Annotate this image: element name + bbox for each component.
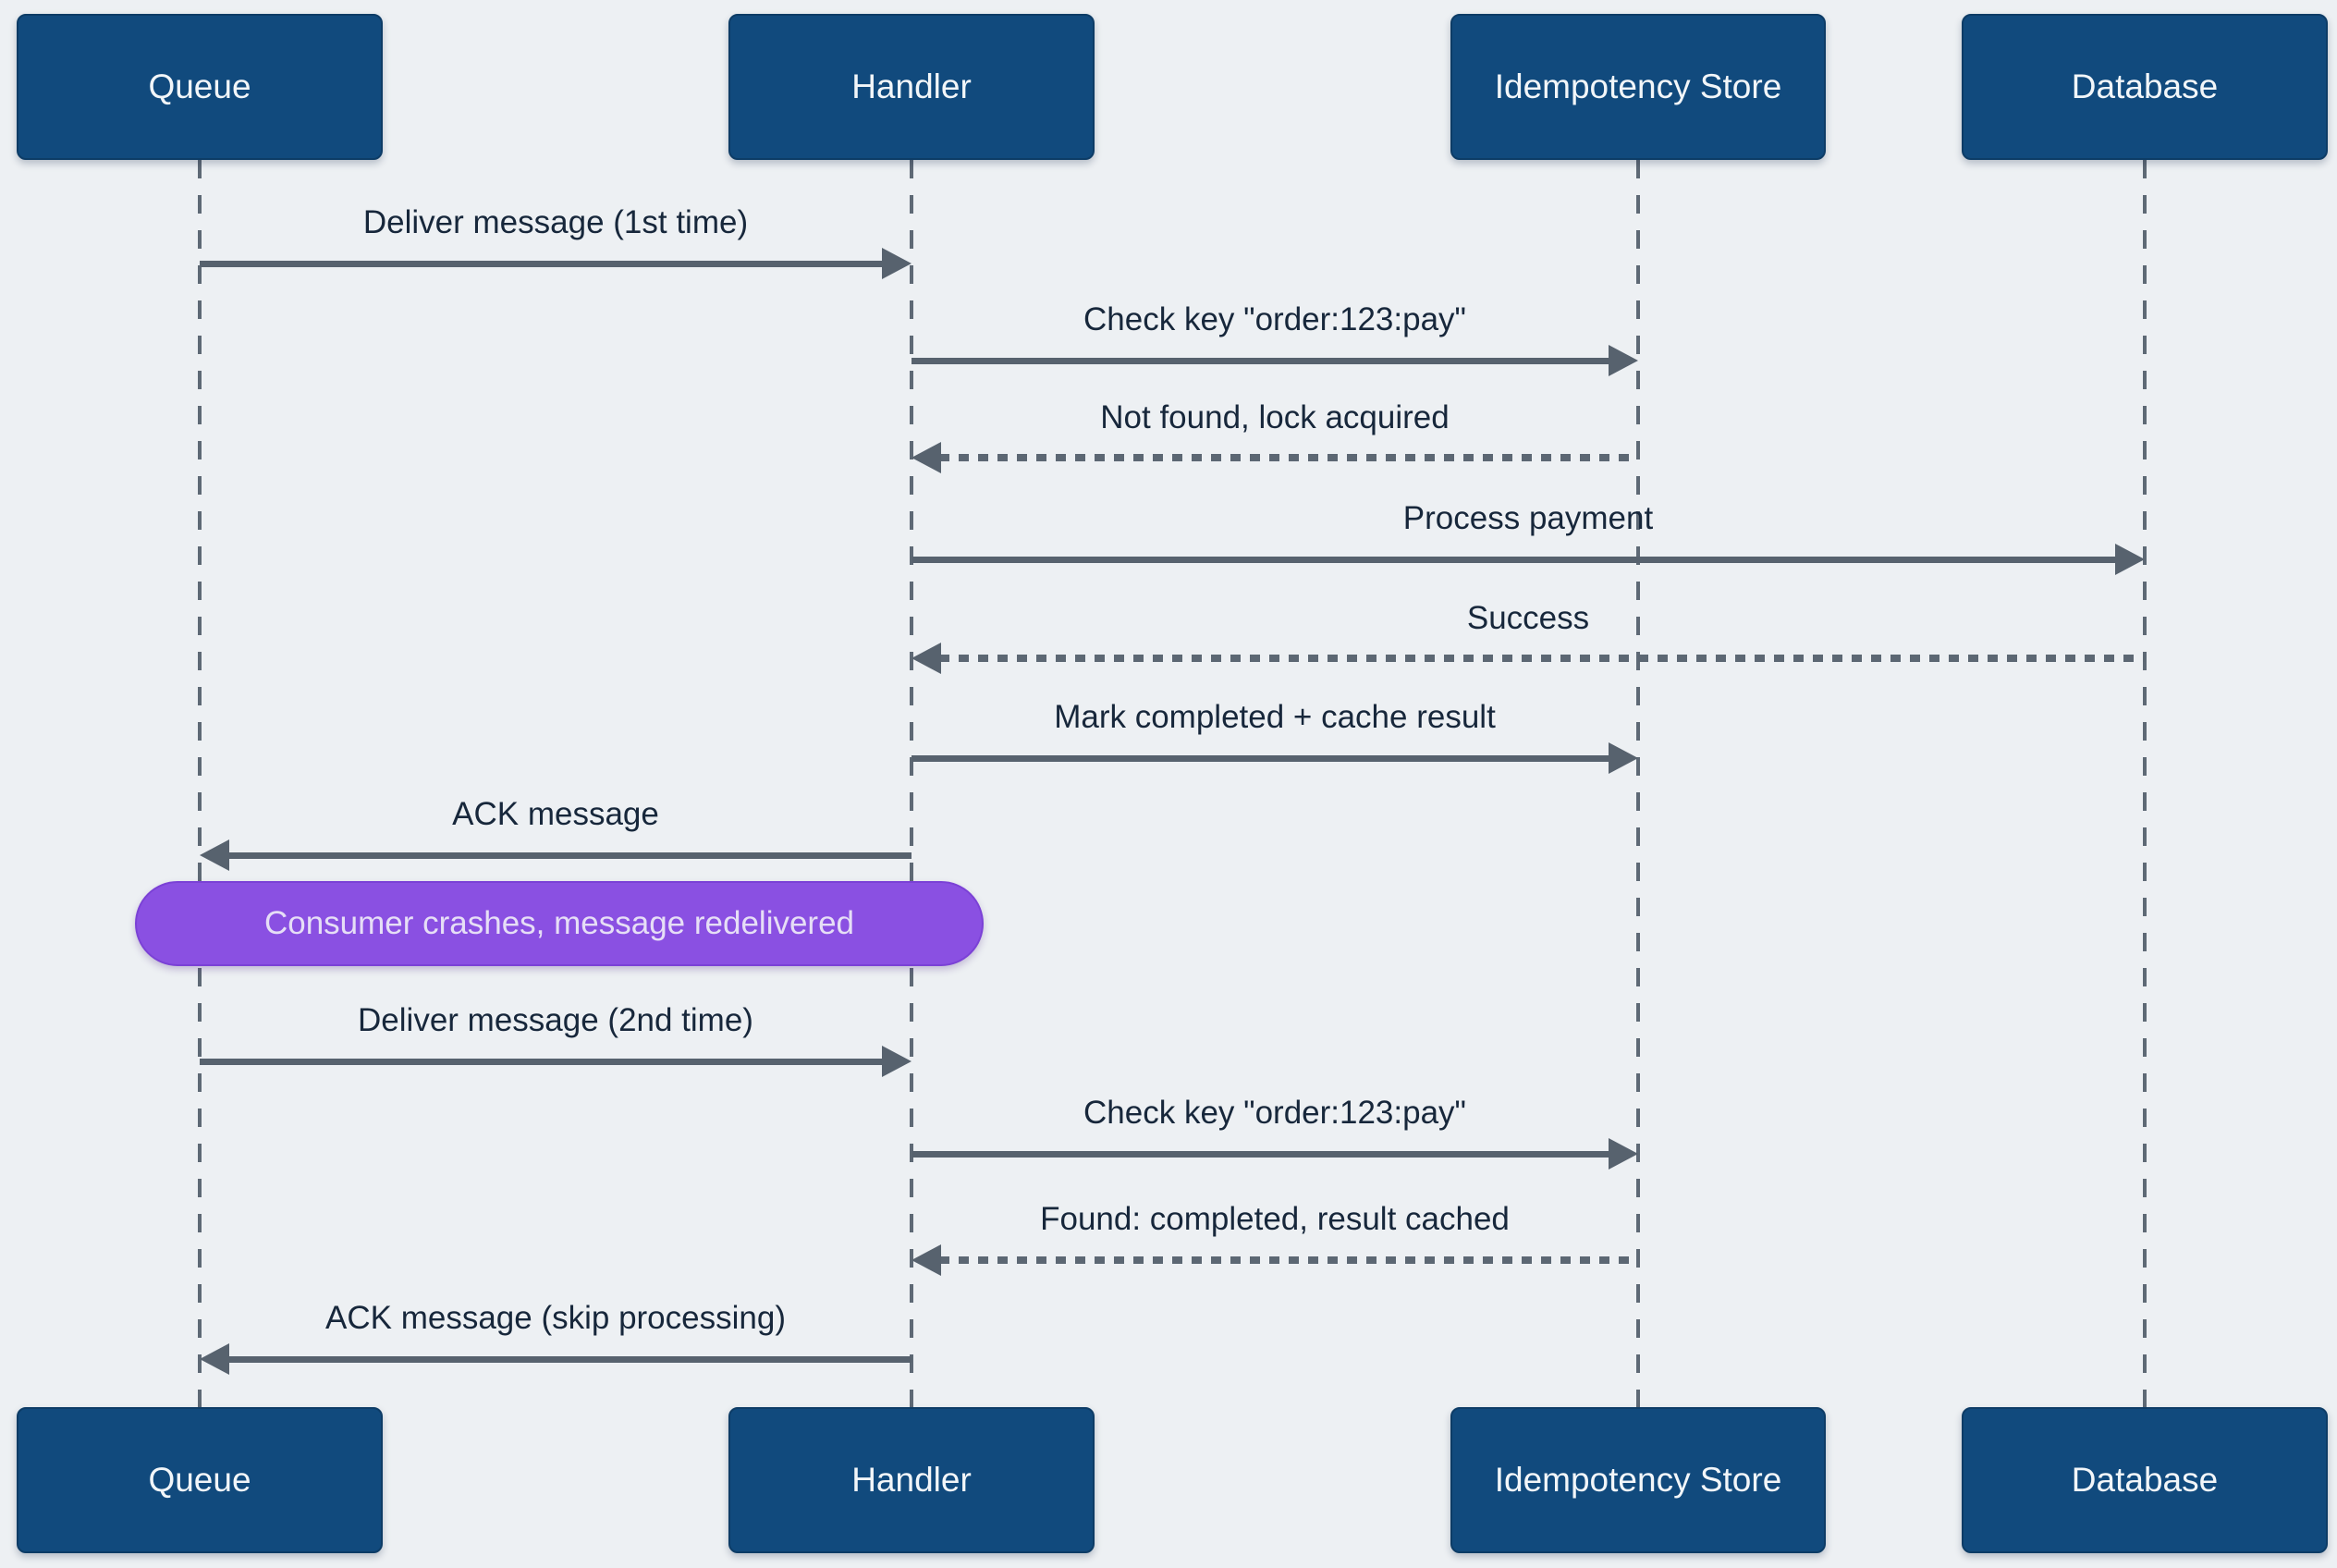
- message-arrow-line: [912, 358, 1614, 364]
- lifeline-handler: [910, 160, 913, 1407]
- message-label: ACK message (skip processing): [325, 1300, 786, 1336]
- message-label: Process payment: [1402, 500, 1654, 536]
- actor-idempotency-store-top: Idempotency Store: [1450, 14, 1826, 160]
- arrowhead-left-icon: [200, 1343, 229, 1375]
- message-label: Check key "order:123:pay": [1083, 301, 1466, 337]
- actor-handler-bottom: Handler: [728, 1407, 1095, 1553]
- message-label: Check key "order:123:pay": [1083, 1095, 1466, 1131]
- actor-queue-top: Queue: [17, 14, 383, 160]
- arrowhead-left-icon: [912, 1244, 941, 1276]
- message-label: Found: completed, result cached: [1040, 1201, 1510, 1237]
- message-arrow-line: [912, 755, 1614, 762]
- actor-idempotency-store-bottom: Idempotency Store: [1450, 1407, 1826, 1553]
- lifeline-idempotency-store: [1636, 160, 1640, 1407]
- arrowhead-left-icon: [912, 643, 941, 674]
- actor-handler-top: Handler: [728, 14, 1095, 160]
- message-arrow-line: [912, 557, 2121, 563]
- arrowhead-right-icon: [882, 1046, 912, 1077]
- message-label: Mark completed + cache result: [1054, 699, 1496, 735]
- message-label: Not found, lock acquired: [1100, 399, 1450, 435]
- message-arrow-line: [227, 852, 912, 859]
- message-arrow-line: [200, 261, 887, 267]
- arrowhead-left-icon: [200, 839, 229, 871]
- actor-queue-bottom: Queue: [17, 1407, 383, 1553]
- actor-database-top: Database: [1962, 14, 2328, 160]
- message-arrow-line-dotted: [939, 1256, 1638, 1264]
- arrowhead-right-icon: [2115, 544, 2145, 575]
- arrowhead-left-icon: [912, 442, 941, 473]
- actor-database-bottom: Database: [1962, 1407, 2328, 1553]
- arrowhead-right-icon: [1609, 345, 1638, 376]
- lifeline-database: [2143, 160, 2147, 1407]
- message-arrow-line-dotted: [939, 655, 2145, 662]
- arrowhead-right-icon: [1609, 1138, 1638, 1170]
- message-label: Deliver message (2nd time): [358, 1002, 753, 1038]
- message-label: ACK message: [452, 796, 659, 832]
- note-consumer-crashes: Consumer crashes, message redelivered: [135, 881, 984, 966]
- arrowhead-right-icon: [882, 248, 912, 279]
- message-arrow-line-dotted: [939, 454, 1638, 461]
- arrowhead-right-icon: [1609, 742, 1638, 774]
- message-label: Deliver message (1st time): [362, 204, 749, 240]
- lifeline-queue: [198, 160, 202, 1407]
- message-label: Success: [1466, 600, 1590, 636]
- message-arrow-line: [227, 1356, 912, 1363]
- message-arrow-line: [912, 1151, 1614, 1158]
- message-arrow-line: [200, 1059, 887, 1065]
